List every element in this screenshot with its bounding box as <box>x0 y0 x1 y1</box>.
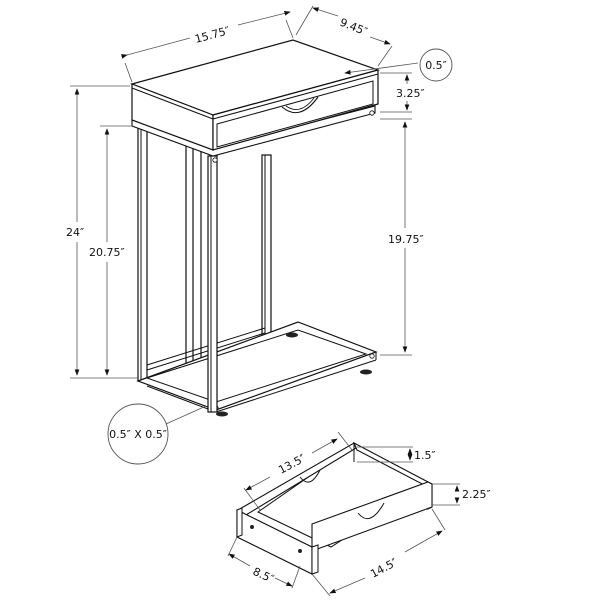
drawer-front-height-label: 2.25″ <box>462 488 491 501</box>
table-dimensions: 15.75″ 9.45″ 0.5″ 3.25″ 24″ 20.75″ <box>66 5 453 465</box>
back-right-leg <box>185 117 202 369</box>
drawer-drawing <box>236 441 433 575</box>
base-frame <box>136 321 378 417</box>
leg-profile-label: 0.5″ X 0.5″ <box>109 428 167 441</box>
leg-profile-callout <box>107 403 169 465</box>
front-left-leg <box>207 155 218 413</box>
drawer-dimensions: 13.5″ 1.5″ 2.25″ 14.5″ 8.5″ <box>227 431 491 597</box>
drawer-side-height-label: 1.5″ <box>414 449 436 462</box>
depth-label: 9.45″ <box>338 16 369 39</box>
side-table-drawing <box>130 39 381 417</box>
back-left-leg <box>137 122 148 382</box>
clearance-height-label: 19.75″ <box>388 233 424 246</box>
width-label: 15.75″ <box>193 24 231 46</box>
table-top <box>130 39 381 151</box>
drawer-front <box>216 80 374 148</box>
drawer-width-label: 8.5″ <box>251 565 276 586</box>
frame-height-label: 20.75″ <box>89 246 125 259</box>
total-height-label: 24″ <box>66 226 84 239</box>
drawer-outer-length-label: 14.5″ <box>368 556 399 581</box>
top-thickness-callout <box>419 48 453 82</box>
drawer-height-label: 3.25″ <box>396 87 425 100</box>
top-thickness-label: 0.5″ <box>425 59 447 72</box>
